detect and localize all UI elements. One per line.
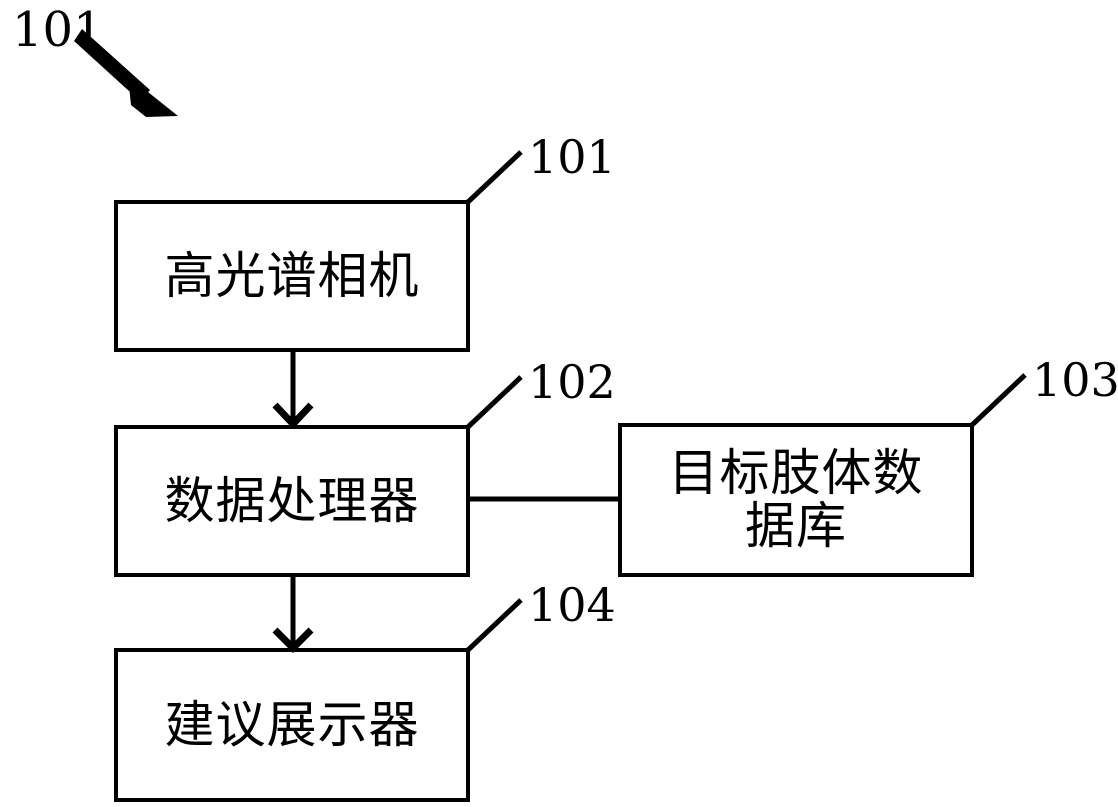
- leader-line-101: [466, 150, 523, 204]
- block-ref-103: 103: [1032, 353, 1118, 407]
- block-rect-104: [114, 648, 470, 802]
- leader-line-103: [970, 373, 1027, 427]
- connector-102-to-104: [272, 575, 314, 653]
- block-rect-103: [618, 423, 974, 577]
- block-ref-101: 101: [528, 130, 616, 184]
- leader-line-104: [466, 598, 523, 652]
- block-ref-104: 104: [528, 578, 616, 632]
- figure-pointer-ref: 101: [12, 2, 104, 58]
- figure-pointer-arrow: [74, 29, 178, 117]
- block-ref-102: 102: [528, 355, 616, 409]
- leader-line-102: [466, 375, 523, 429]
- block-rect-101: [114, 200, 470, 352]
- block-rect-102: [114, 425, 470, 577]
- connector-101-to-102: [272, 350, 314, 430]
